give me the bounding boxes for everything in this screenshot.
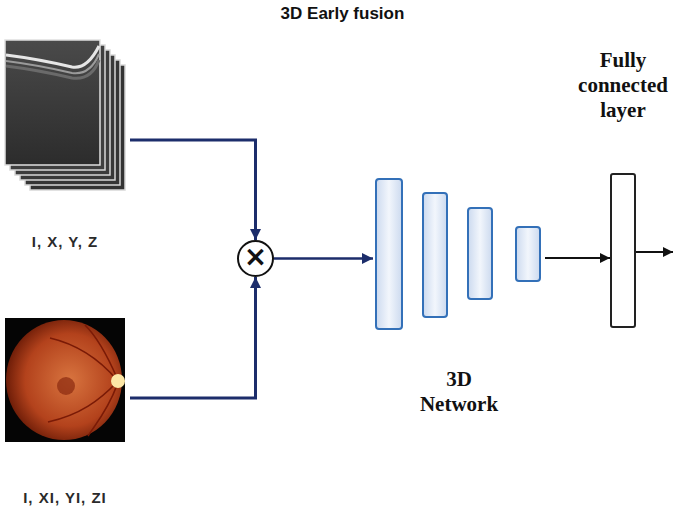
oct-slice-front (5, 40, 100, 165)
node-label: × (244, 243, 267, 271)
fundus-disc (6, 320, 122, 440)
network-layer-bar (375, 178, 403, 330)
node-label: I, X, Y, Z (32, 233, 98, 250)
fusion-operator: × (237, 240, 274, 277)
oct-volume-input: I, X, Y, Z (0, 38, 130, 250)
fc-layer-block: Fully connected layer (563, 48, 683, 328)
flow-arrow (274, 257, 373, 260)
fundus-background (5, 318, 125, 442)
blood-vessel (48, 325, 117, 436)
network-layers (373, 172, 545, 332)
retina-layer (6, 46, 99, 67)
diagram-title: 3D Early fusion (0, 4, 685, 24)
macula (57, 377, 75, 395)
flow-arrow (130, 277, 256, 398)
network-layer-bar (515, 226, 541, 282)
node-label: I, XI, YI, ZI (23, 489, 107, 506)
flow-arrow (545, 257, 610, 259)
flow-arrow (130, 140, 256, 240)
retina-layer (6, 54, 99, 73)
network-layer-bar (422, 192, 448, 318)
network-block: 3D Network (373, 172, 545, 417)
retina-layer (6, 60, 99, 78)
node-label: Fully connected layer (563, 48, 683, 123)
node-label: 3D Network (409, 367, 509, 417)
fc-layer-rect (610, 173, 636, 328)
oct-stack (5, 40, 125, 190)
output-arrow (636, 251, 673, 253)
network-layer-bar (467, 207, 493, 300)
fundus-image-input: I, XI, YI, ZI (0, 318, 130, 506)
fundus-image (5, 318, 125, 442)
optic-disc (111, 374, 125, 388)
